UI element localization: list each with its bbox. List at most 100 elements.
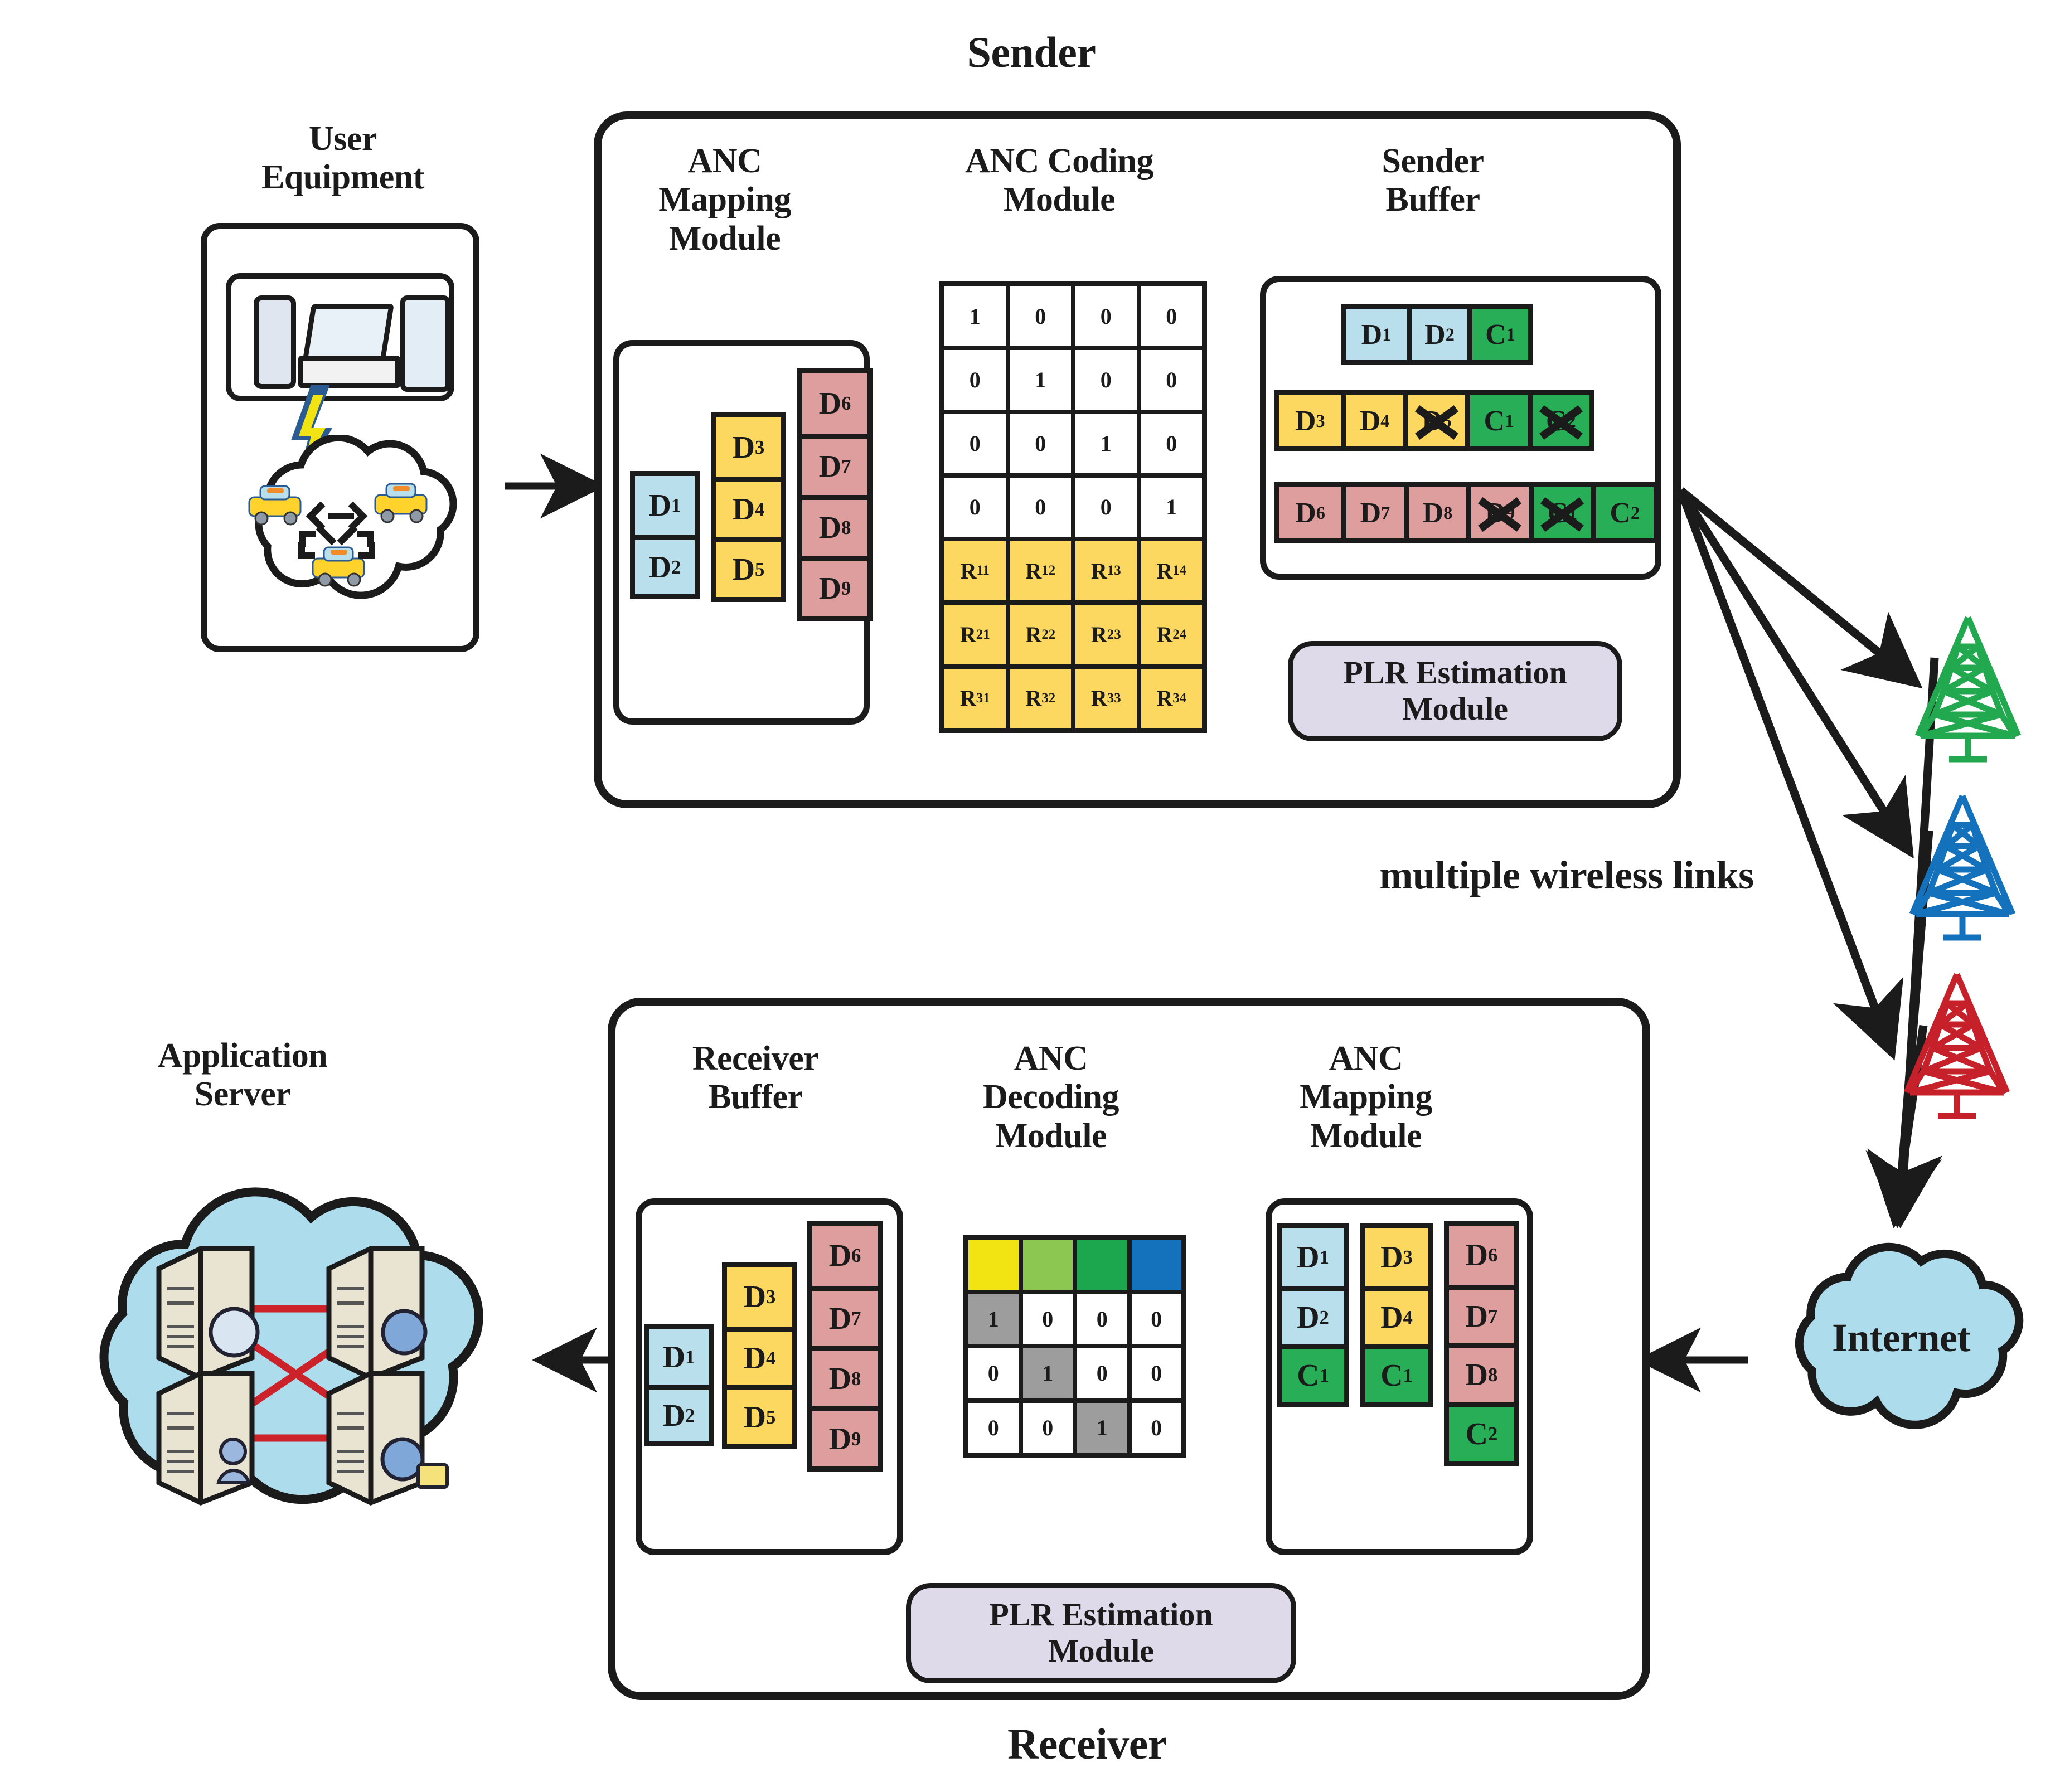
matrix-cell: 0 (1141, 350, 1202, 410)
matrix-cell: 0 (1075, 350, 1137, 410)
matrix-cell: 0 (1010, 477, 1071, 537)
matrix-header-cell (1131, 1240, 1181, 1290)
matrix-cell: 0 (1077, 1348, 1127, 1398)
matrix-cell: 1 (944, 286, 1006, 346)
matrix-cell: 1 (1077, 1402, 1127, 1453)
sender-mapping-module-title: ANC Mapping Module (658, 142, 791, 258)
lightning-bolt-icon (291, 385, 332, 491)
matrix-cell: 0 (1010, 414, 1071, 473)
wireless-links-label: multiple wireless links (1379, 853, 1754, 897)
vehicle-cloud (248, 435, 457, 599)
server-icon (156, 1246, 260, 1381)
sender-plr-module[interactable]: PLR Estimation Module (1288, 641, 1622, 741)
sender-buffer-title: Sender Buffer (1382, 142, 1485, 219)
server-icon (156, 1371, 255, 1506)
server-icon (326, 1246, 428, 1381)
matrix-cell: 0 (1141, 414, 1202, 473)
matrix-cell: 0 (1022, 1402, 1073, 1453)
matrix-header-cell (1022, 1240, 1073, 1290)
server-icon (326, 1371, 449, 1506)
matrix-cell: 0 (944, 350, 1006, 410)
matrix-cell: 1 (1141, 477, 1202, 537)
tablet-icon (400, 295, 450, 392)
matrix-header-cell (1077, 1240, 1127, 1290)
matrix-cell: 1 (1075, 414, 1137, 473)
internet-cloud (1795, 1242, 2024, 1429)
tower-red-icon (1903, 973, 2010, 1119)
internet-label: Internet (1832, 1315, 1970, 1360)
tower-green-icon (1914, 616, 2022, 763)
matrix-cell: 0 (1131, 1402, 1181, 1453)
matrix-cell: 0 (968, 1402, 1019, 1453)
receiver-mapping-module-title: ANC Mapping Module (1300, 1040, 1432, 1155)
matrix-cell: 0 (1022, 1294, 1073, 1344)
decoding-matrix: 1 0 0 0 0 1 0 0 0 0 1 0 (963, 1235, 1186, 1458)
mobile-phone-icon (254, 295, 296, 389)
application-server-cloud (99, 1187, 483, 1506)
matrix-cell: 0 (1141, 286, 1202, 346)
matrix-cell: 0 (968, 1348, 1019, 1398)
tower-blue-icon (1909, 794, 2016, 941)
matrix-cell: 0 (944, 477, 1006, 537)
matrix-cell: 1 (1010, 350, 1071, 410)
receiver-plr-module[interactable]: PLR Estimation Module (906, 1583, 1296, 1683)
application-server-title: Application Server (157, 1037, 328, 1114)
matrix-cell: 0 (1075, 286, 1137, 346)
